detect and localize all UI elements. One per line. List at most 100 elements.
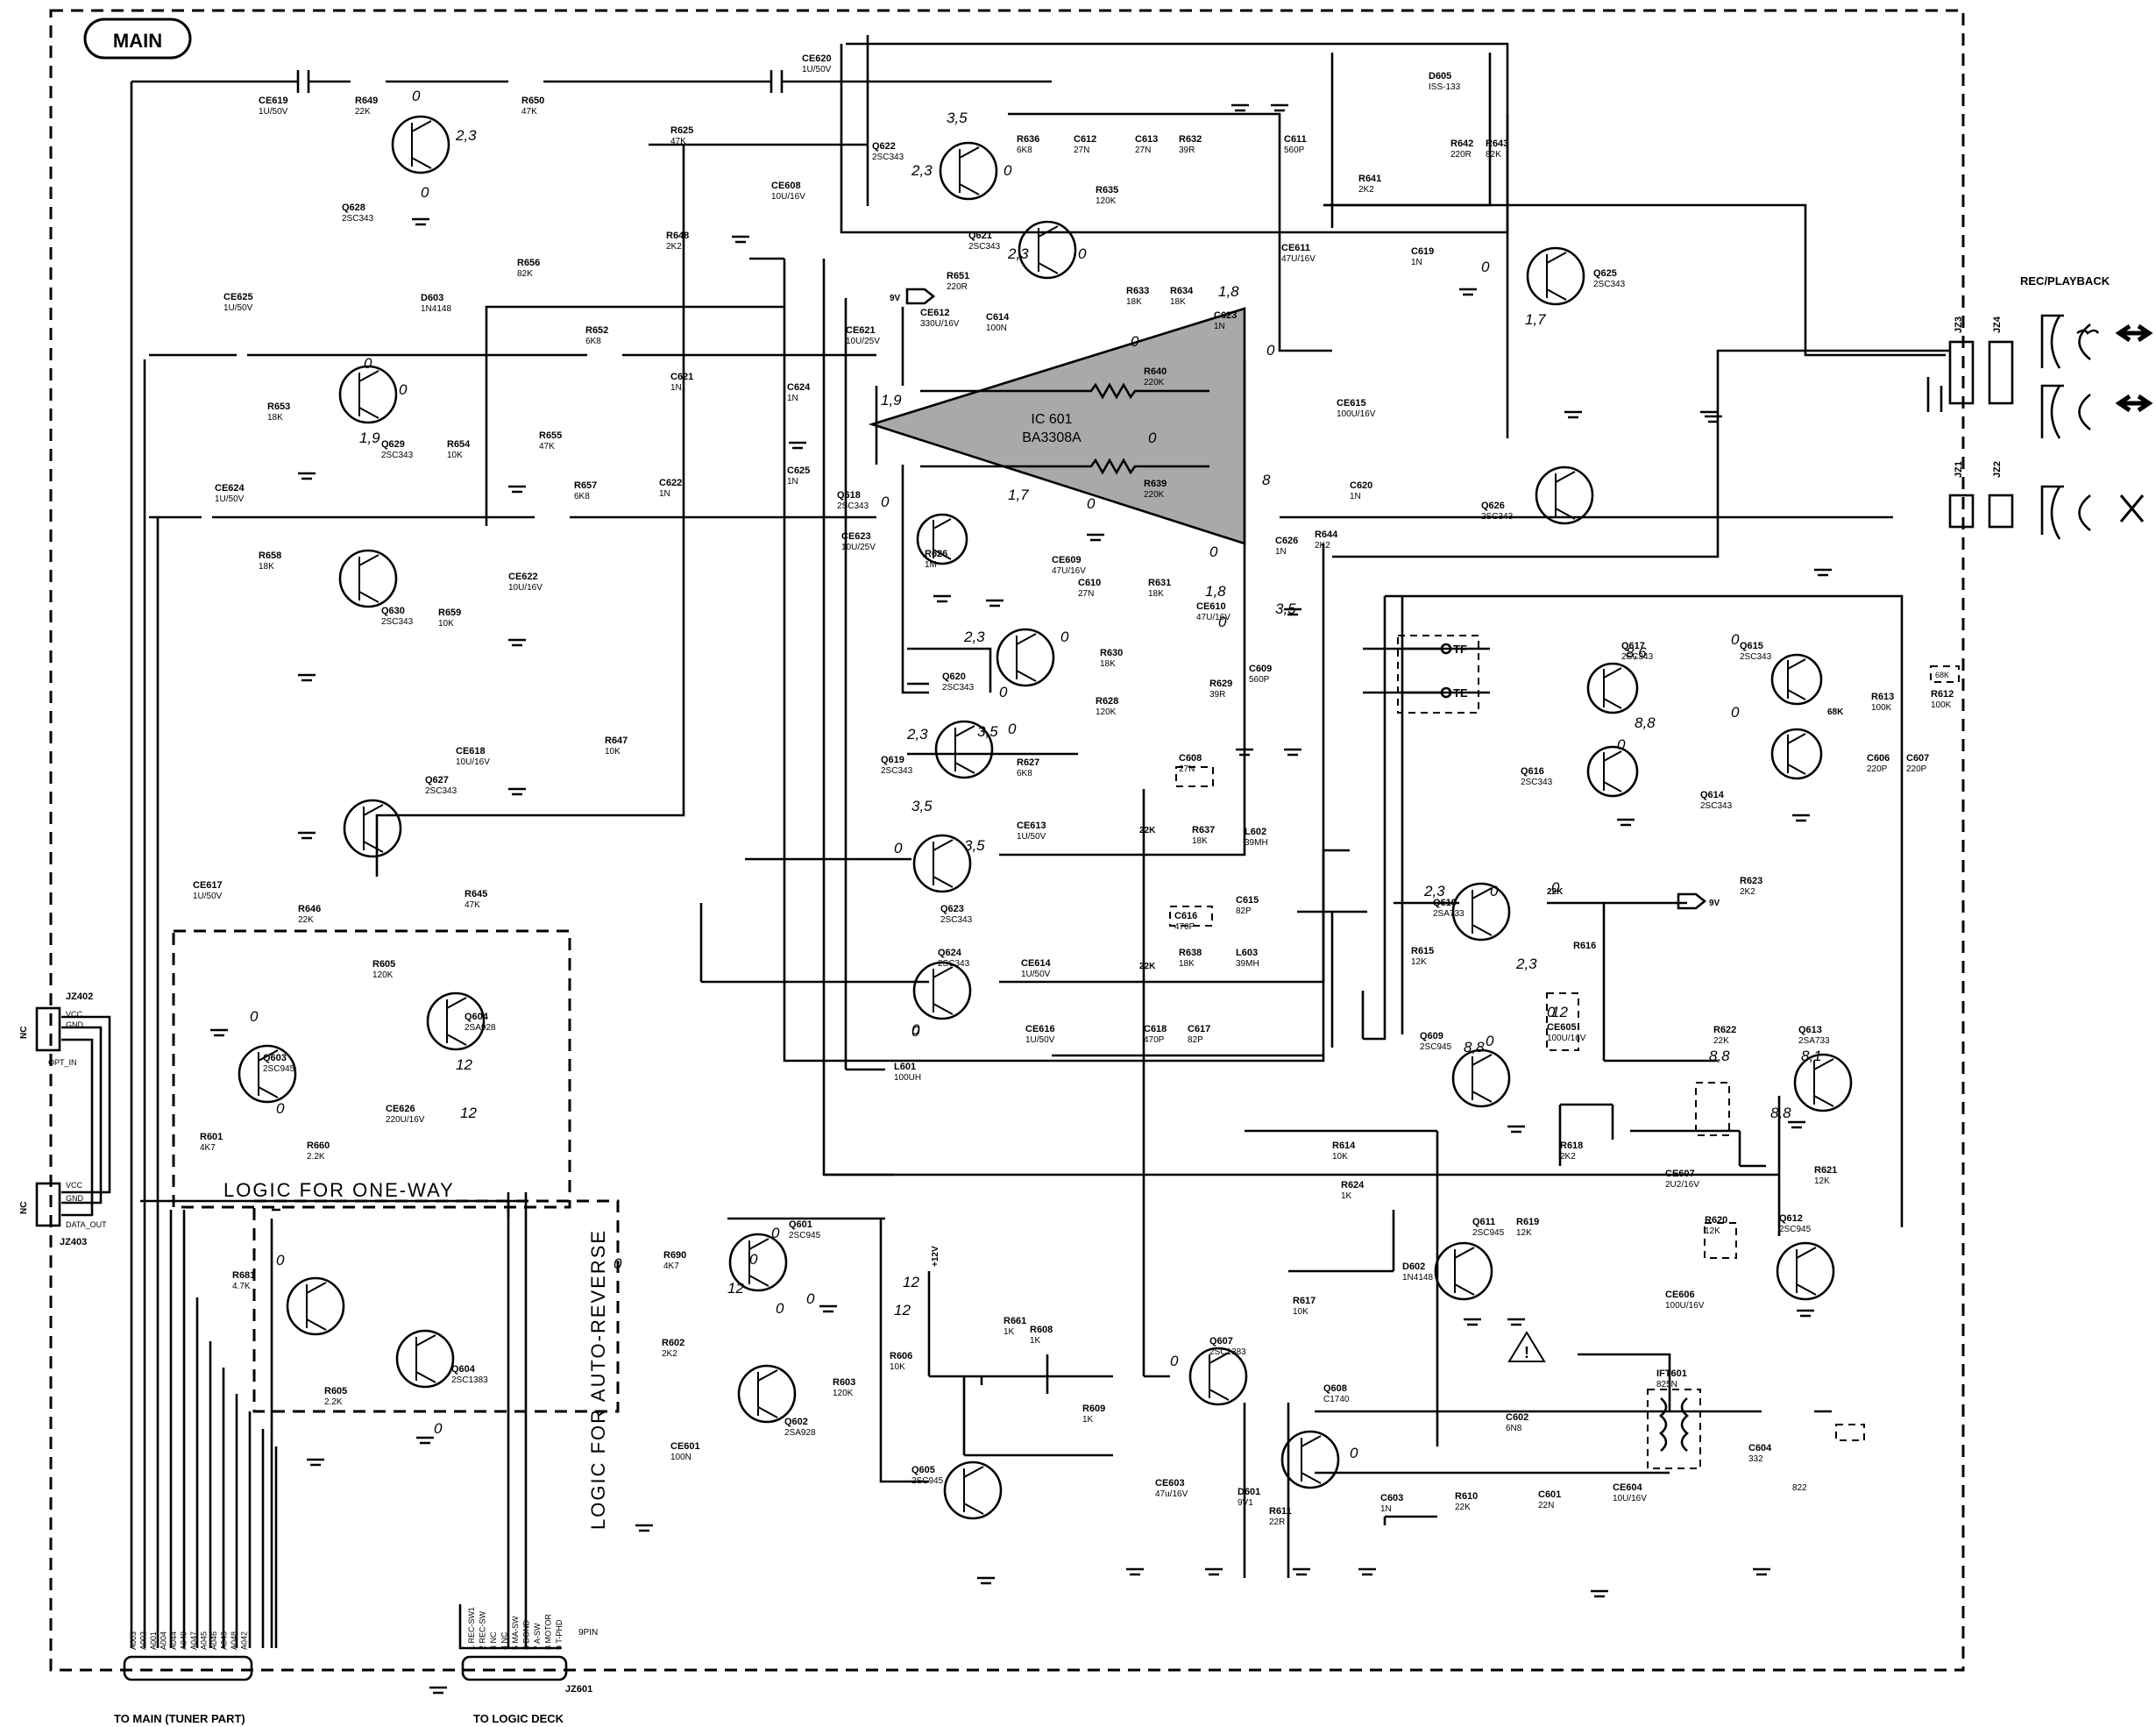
component-value: 2SA928 bbox=[784, 1428, 816, 1438]
jz403-nc: NC bbox=[19, 1202, 29, 1214]
voltage-annotation: 0 bbox=[1148, 430, 1157, 446]
voltage-annotation: 0 bbox=[1008, 721, 1017, 737]
jz2-connector bbox=[1988, 494, 2014, 529]
component-ref: R640 bbox=[1144, 366, 1167, 377]
component-ref: CE605 bbox=[1547, 1022, 1577, 1033]
component-value: 1N bbox=[1350, 492, 1361, 501]
jz403-connector bbox=[35, 1182, 61, 1227]
component-value: 22K bbox=[355, 107, 371, 117]
supply-9v-right-arrow bbox=[1677, 892, 1707, 910]
component-value: 47K bbox=[465, 900, 480, 910]
ic601-part: BA3308A bbox=[1022, 430, 1082, 445]
tf-te-block bbox=[1397, 635, 1479, 714]
component-ref: C614 bbox=[986, 312, 1010, 323]
component-value: 4.7K bbox=[232, 1282, 251, 1291]
component-ref: CE611 bbox=[1281, 243, 1310, 253]
component-value: 22R bbox=[1269, 1517, 1285, 1527]
component-value: 2SC343 bbox=[1621, 652, 1654, 662]
component-ref: R608 bbox=[1030, 1325, 1053, 1335]
component-ref: R635 bbox=[1096, 185, 1118, 195]
component-value: 1U/50V bbox=[1017, 832, 1046, 842]
tuner-pin-label: A048 bbox=[230, 1631, 238, 1650]
component-value: 2SA733 bbox=[1798, 1036, 1830, 1046]
component-value: 2SC343 bbox=[1593, 280, 1626, 289]
component-ref: R657 bbox=[574, 480, 597, 491]
component-ref: C619 bbox=[1411, 246, 1434, 257]
component-ref: R620 bbox=[1705, 1215, 1727, 1226]
component-ref: Q620 bbox=[942, 672, 966, 682]
supply-12v-label: +12V bbox=[931, 1246, 940, 1267]
component-value: 2SC343 bbox=[881, 766, 913, 776]
voltage-annotation: 0 bbox=[881, 494, 890, 510]
voltage-annotation: 12 bbox=[456, 1056, 472, 1073]
jz601-pin-label: 7 A-SW bbox=[533, 1623, 542, 1650]
component-ref: CE624 bbox=[215, 483, 245, 494]
component-value: 2K2 bbox=[1315, 541, 1330, 551]
component-value: 2SA928 bbox=[465, 1023, 496, 1033]
component-ref: Q613 bbox=[1798, 1025, 1822, 1035]
component-value: 12K bbox=[1814, 1176, 1830, 1186]
component-value: 2K2 bbox=[1358, 185, 1374, 195]
jz2-label: JZ2 bbox=[1992, 461, 2003, 478]
extra-22k-a: 22K bbox=[1139, 826, 1156, 835]
component-ref: Q622 bbox=[872, 141, 896, 152]
main-board-frame bbox=[49, 9, 1965, 1672]
component-ref: R646 bbox=[298, 904, 321, 914]
component-value: 100U/16V bbox=[1337, 409, 1376, 419]
voltage-annotation: 0 bbox=[1350, 1445, 1358, 1461]
component-ref: R655 bbox=[539, 430, 562, 441]
extra-placeholder bbox=[1835, 1424, 1865, 1441]
component-value: 82K bbox=[517, 269, 533, 279]
voltage-annotation: 0 bbox=[894, 840, 903, 856]
component-value: 220K bbox=[1144, 378, 1165, 387]
component-ref: CE604 bbox=[1613, 1482, 1643, 1493]
voltage-annotation: 0 bbox=[1731, 704, 1740, 721]
component-ref: C624 bbox=[787, 382, 811, 393]
voltage-annotation: 8,6 bbox=[1626, 644, 1647, 661]
component-ref: R625 bbox=[670, 125, 693, 136]
page-title: MAIN bbox=[113, 30, 162, 52]
component-value: 10K bbox=[1293, 1307, 1308, 1317]
voltage-annotation: 8,8 bbox=[1709, 1048, 1730, 1064]
component-ref: R637 bbox=[1192, 825, 1215, 835]
extra-22k-c: 22K bbox=[1547, 887, 1564, 897]
component-value: 10K bbox=[605, 747, 621, 757]
voltage-annotation: 0 bbox=[364, 355, 372, 372]
component-ref: Q604 bbox=[465, 1012, 489, 1022]
component-ref: C613 bbox=[1135, 134, 1158, 145]
voltage-annotation: 2,3 bbox=[455, 127, 477, 144]
component-value: 2K2 bbox=[666, 242, 682, 252]
component-ref: R643 bbox=[1486, 139, 1508, 149]
component-ref: L602 bbox=[1245, 827, 1266, 837]
component-value: 1N bbox=[787, 477, 798, 487]
voltage-annotation: 0 bbox=[399, 381, 408, 398]
jz3-connector bbox=[1948, 340, 1975, 405]
tuner-pin-label: A045 bbox=[200, 1631, 209, 1650]
component-ref: C604 bbox=[1748, 1443, 1772, 1453]
component-value: 22K bbox=[298, 915, 314, 925]
component-ref: Q604 bbox=[451, 1364, 476, 1375]
component-value: 18K bbox=[259, 562, 274, 572]
component-ref: R618 bbox=[1560, 1141, 1583, 1151]
component-value: 6K8 bbox=[1017, 146, 1032, 155]
component-ref: C612 bbox=[1074, 134, 1096, 145]
component-ref: C620 bbox=[1350, 480, 1372, 491]
voltage-annotation: 2,3 bbox=[911, 162, 933, 179]
component-value: 6N8 bbox=[1506, 1424, 1522, 1433]
component-value: 2SC343 bbox=[1700, 801, 1733, 811]
component-ref: CE621 bbox=[846, 325, 876, 336]
component-value: 2K2 bbox=[662, 1349, 677, 1359]
component-value: 9V1 bbox=[1238, 1498, 1253, 1508]
component-value: 220R bbox=[1450, 150, 1472, 160]
component-ref: C625 bbox=[787, 466, 810, 476]
component-value: 120K bbox=[1096, 196, 1117, 206]
component-value: 1U/50V bbox=[223, 303, 253, 313]
component-value: 47K bbox=[670, 137, 686, 146]
jz403-pin-vcc: VCC bbox=[66, 1181, 83, 1190]
component-value: 2SC343 bbox=[837, 501, 869, 511]
component-value: 47K bbox=[521, 107, 537, 117]
logic-connector-label: TO LOGIC DECK bbox=[473, 1712, 564, 1725]
component-ref: R624 bbox=[1341, 1180, 1365, 1190]
component-value: 220K bbox=[1144, 490, 1165, 500]
